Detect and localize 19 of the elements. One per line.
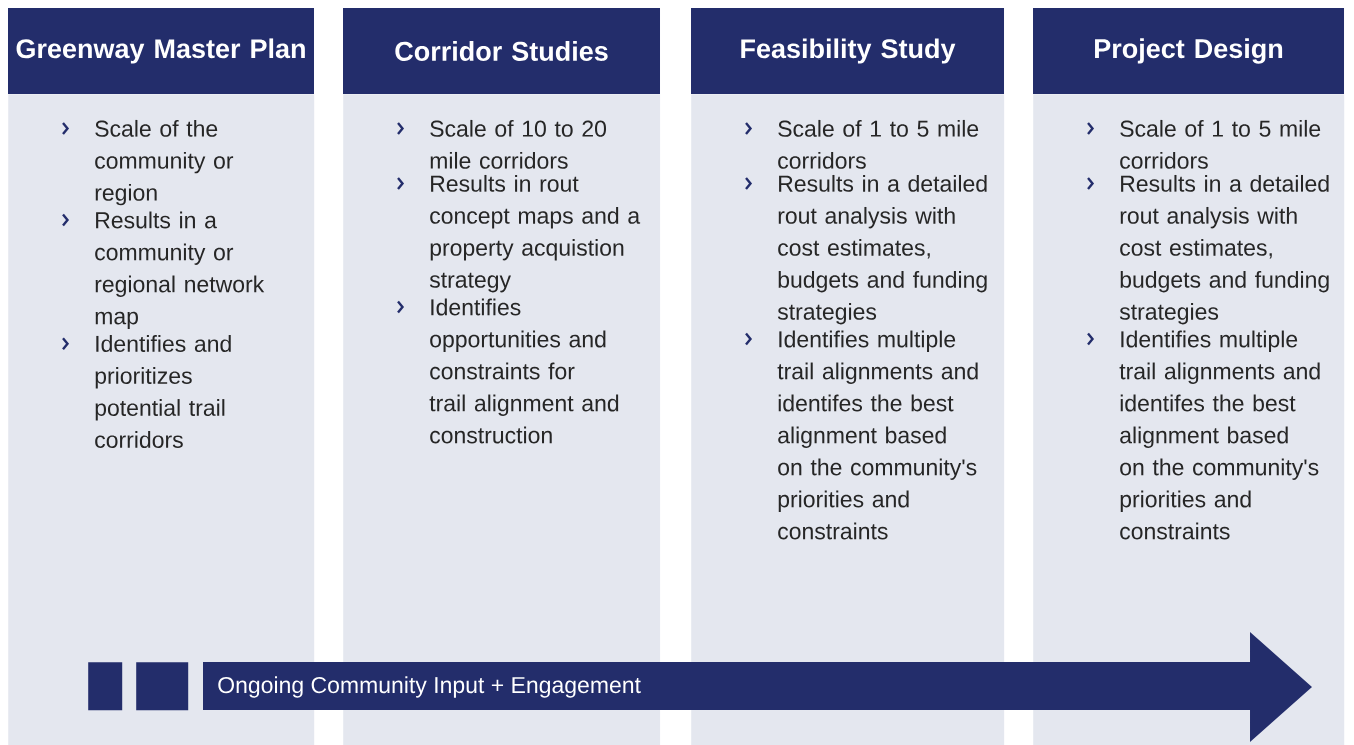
arrow-banner: Ongoing Community Input + Engagement	[203, 632, 1312, 742]
bullet-text: Results in a detailed rout analysis with cost estimates, budgets and funding strategies	[777, 174, 987, 325]
header-band: Project Design	[1033, 8, 1344, 94]
bullet-text: Identifies and prioritizes potential trail corridors	[95, 335, 231, 448]
bullet-text: Scale of 1 to 5 mile corridors	[778, 119, 979, 169]
bullet-text: Identifies opportunities and constraints for trail alignment and construction	[429, 298, 619, 444]
bullet-text: Scale of 1 to 5 mile corridors	[1120, 119, 1321, 169]
bullet-text: Results in a detailed rout analysis with cost estimates, budgets and funding strategies	[1119, 174, 1329, 325]
bullet-text: Identifies multiple trail alignments and identifes the best alignment based on the community's priorities and constraints	[1119, 330, 1320, 540]
bullet-text: Scale of the community or region	[95, 119, 234, 206]
header-band: Feasibility Study	[691, 8, 1004, 94]
bullet-text: Scale of 10 to 20 mile corridors	[430, 119, 606, 169]
bullet-text: Identifies multiple trail alignments and identifes the best alignment based on the community's priorities and constraints	[777, 330, 978, 540]
header-band: Corridor Studies	[343, 8, 660, 94]
bullet-text: Results in rout concept maps and a property acquistion strategy	[429, 174, 641, 293]
header-band: Greenway Master Plan	[8, 8, 314, 94]
bullet-text: Results in a community or regional network map	[95, 211, 265, 329]
square-block	[136, 662, 189, 711]
square-block	[88, 662, 123, 711]
